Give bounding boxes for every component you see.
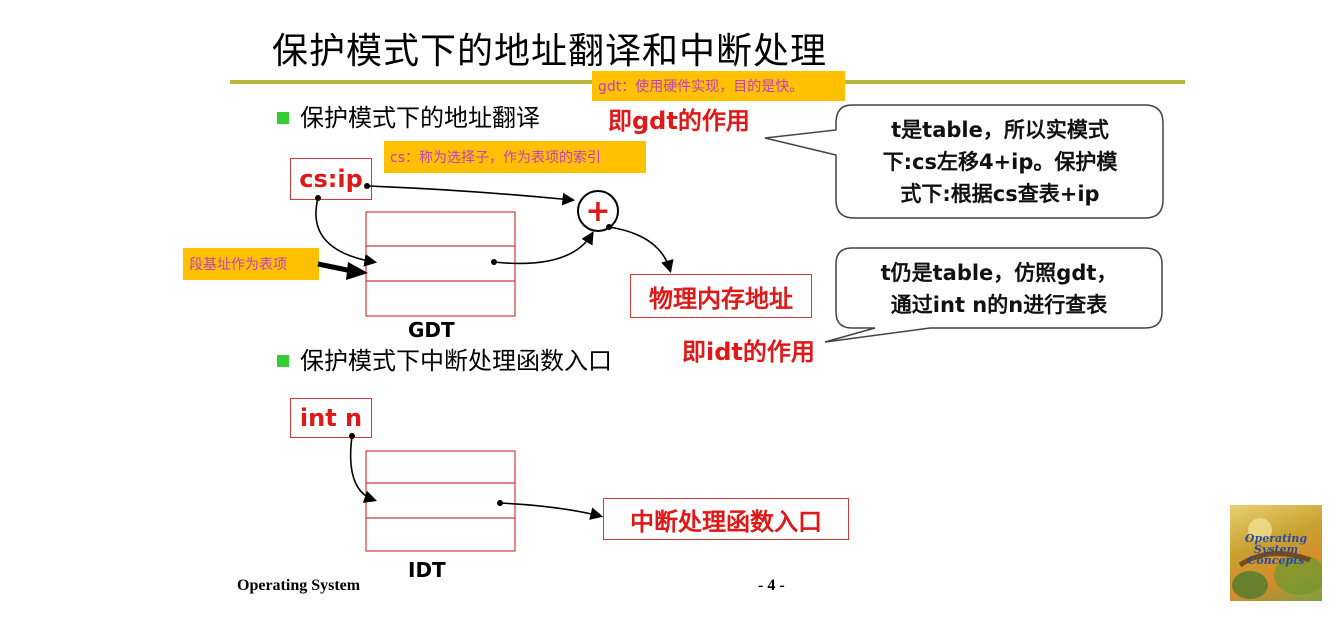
section-heading-interrupt: 保护模式下中断处理函数入口 (300, 347, 612, 375)
gdt-callout-line-1: t是table，所以实模式 (891, 118, 1109, 142)
idt-label: IDT (408, 558, 446, 582)
book-title-line-1: Operating (1244, 532, 1308, 545)
book-cover-image: Operating System Concepts (1230, 505, 1322, 601)
page-title: 保护模式下的地址翻译和中断处理 (272, 31, 828, 72)
idt-table (365, 450, 516, 552)
book-title-line-2: System (1253, 543, 1299, 556)
footer-page-number: - 4 - (758, 577, 785, 594)
physical-address-box: 物理内存地址 (630, 274, 812, 318)
idt-callout-text: t仍是table，仿照gdt， 通过int n的n进行查表 (836, 257, 1162, 321)
idt-callout-line-1: t仍是table，仿照gdt， (880, 261, 1118, 285)
book-cover-title: Operating System Concepts (1244, 533, 1308, 566)
gdt-role-label: 即gdt的作用 (608, 107, 750, 135)
bullet-icon (277, 355, 289, 367)
adder-circle (577, 190, 619, 232)
idt-callout-bubble (824, 247, 1163, 343)
gdt-callout-bubble (764, 104, 1164, 219)
interrupt-handler-box: 中断处理函数入口 (603, 498, 849, 540)
gdt-note: gdt：使用硬件实现，目的是快。 (592, 71, 845, 101)
section-heading-address: 保护模式下的地址翻译 (300, 104, 540, 132)
book-title-line-3: Concepts (1247, 554, 1305, 567)
selector-box-int-n: int n (290, 398, 372, 438)
gdt-callout-line-2: 下:cs左移4+ip。保护模 (882, 150, 1118, 174)
base-note: 段基址作为表项 (183, 248, 319, 280)
selector-note: cs：称为选择子，作为表项的索引 (384, 141, 646, 173)
selector-box-cs-ip: cs:ip (290, 158, 372, 200)
idt-role-label: 即idt的作用 (682, 338, 815, 366)
gdt-callout-text: t是table，所以实模式 下:cs左移4+ip。保护模 式下:根据cs查表+i… (840, 114, 1160, 210)
bullet-icon (277, 112, 289, 124)
adder-plus-icon: + (585, 194, 610, 229)
footer-course-name: Operating System (237, 577, 361, 594)
gdt-label: GDT (408, 318, 455, 342)
gdt-callout-line-3: 式下:根据cs查表+ip (900, 182, 1100, 206)
idt-callout-line-2: 通过int n的n进行查表 (890, 293, 1108, 317)
